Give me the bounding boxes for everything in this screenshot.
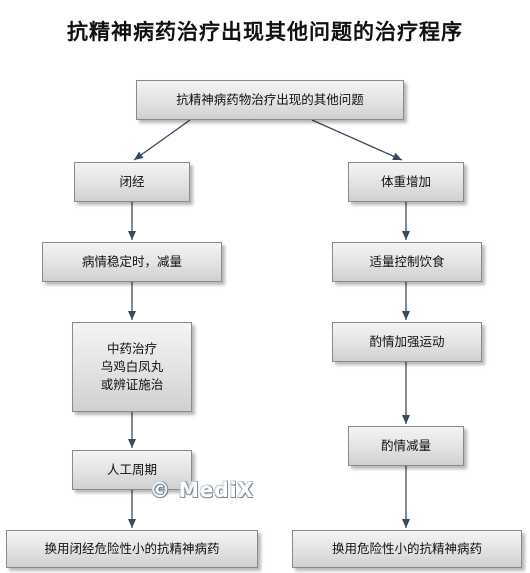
arrow-root-to-weight — [311, 119, 403, 161]
node-reduce-dose: 酌情减量 — [348, 426, 464, 466]
node-switch-left: 换用闭经危险性小的抗精神病药 — [6, 530, 258, 568]
watermark-logo: © MediX — [150, 478, 255, 502]
node-artificial-cycle: 人工周期 — [72, 450, 192, 490]
node-diet-control: 适量控制饮食 — [332, 242, 482, 282]
node-amenorrhea: 闭经 — [74, 162, 190, 202]
page-title: 抗精神病药治疗出现其他问题的治疗程序 — [67, 20, 463, 44]
node-tcm-line-1: 中药治疗 — [106, 341, 157, 356]
node-root: 抗精神病药物治疗出现的其他问题 — [136, 80, 404, 120]
node-stable-reduce: 病情稳定时，减量 — [42, 242, 222, 282]
node-switch-right: 换用危险性小的抗精神病药 — [292, 530, 522, 568]
node-weight-gain: 体重增加 — [348, 162, 464, 202]
node-tcm-line-3: 或辨证施治 — [100, 377, 164, 392]
node-tcm: 中药治疗 乌鸡白凤丸 或辨证施治 — [72, 322, 192, 412]
node-tcm-line-2: 乌鸡白凤丸 — [100, 359, 164, 374]
node-exercise: 酌情加强运动 — [332, 322, 482, 362]
arrow-root-to-amenorrhea — [133, 119, 191, 161]
